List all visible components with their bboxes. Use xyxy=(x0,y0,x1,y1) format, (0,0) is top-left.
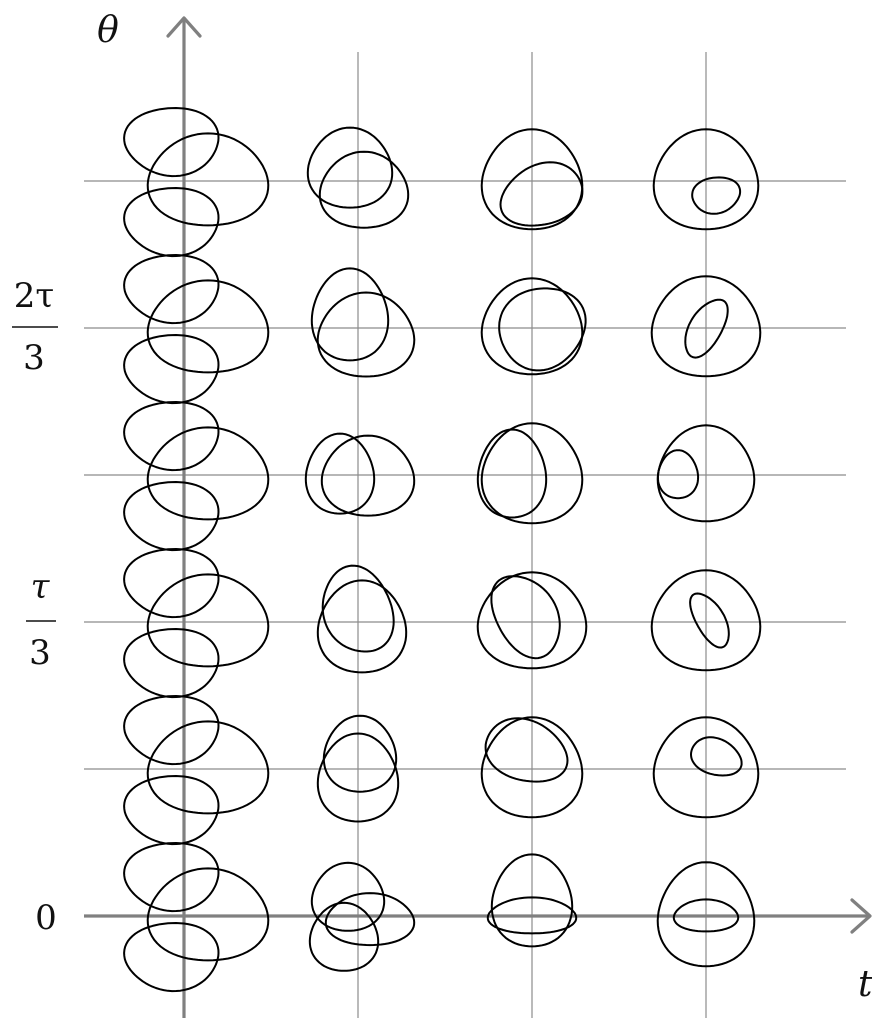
trefoil-knot-loop xyxy=(146,573,270,668)
unknot-loop xyxy=(484,717,569,783)
unknot-loop xyxy=(656,861,756,968)
trefoil-knot-loop xyxy=(123,401,220,472)
unknot-loop xyxy=(321,564,395,653)
trefoil-knot-loop xyxy=(146,279,270,374)
knot-curves xyxy=(123,107,762,993)
unknot-loop xyxy=(486,896,578,935)
trefoil-knot-loop xyxy=(146,720,270,815)
trefoil-knot-loop xyxy=(123,842,220,913)
unknot-loop xyxy=(476,428,548,519)
unknot-loop xyxy=(690,736,743,777)
unknot-loop xyxy=(672,898,740,933)
trefoil-knot-loop xyxy=(123,187,220,258)
unknot-loop xyxy=(306,126,394,209)
unknot-loop xyxy=(316,291,416,378)
unknot-loop xyxy=(480,716,584,819)
trefoil-knot-loop xyxy=(123,254,220,325)
unknot-loop xyxy=(498,287,587,372)
unknot-loop xyxy=(308,901,380,972)
unknot-loop xyxy=(684,298,729,359)
tick-label-two-tau-third-numerator: 2τ xyxy=(14,276,54,316)
unknot-loop xyxy=(320,434,416,517)
t-axis-label: t xyxy=(858,964,872,1005)
trefoil-knot-loop xyxy=(123,775,220,846)
trefoil-knot-loop xyxy=(123,481,220,552)
unknot-loop xyxy=(316,732,400,823)
unknot-loop xyxy=(480,422,584,525)
unknot-loop xyxy=(652,128,760,231)
trefoil-knot-loop xyxy=(146,426,270,521)
theta-axis-label: θ xyxy=(97,10,119,51)
trefoil-knot-loop xyxy=(123,548,220,619)
unknot-loop xyxy=(476,571,588,670)
unknot-loop xyxy=(490,575,561,660)
trefoil-knot-loop xyxy=(146,132,270,227)
tick-label-two-tau-third-denominator: 3 xyxy=(23,338,45,378)
unknot-loop xyxy=(304,432,376,515)
unknot-loop xyxy=(316,579,408,674)
tick-label-tau-third-numerator: τ xyxy=(31,567,51,607)
unknot-loop xyxy=(499,161,584,227)
trefoil-knot-loop xyxy=(123,628,220,699)
trefoil-knot-loop xyxy=(146,867,270,962)
unknot-loop xyxy=(310,861,386,932)
tick-label-zero: 0 xyxy=(35,898,57,938)
unknot-loop xyxy=(310,267,390,362)
unknot-loop xyxy=(480,277,584,376)
trefoil-knot-loop xyxy=(123,107,220,178)
unknot-loop xyxy=(689,592,730,649)
unknot-loop xyxy=(480,128,584,231)
t-axis-arrowhead xyxy=(850,898,872,934)
unknot-loop xyxy=(652,716,760,819)
unknot-loop xyxy=(650,569,762,672)
trefoil-knot-loop xyxy=(123,922,220,993)
unknot-loop xyxy=(318,150,410,229)
unknot-loop xyxy=(324,892,416,947)
unknot-loop xyxy=(322,714,398,793)
unknot-loop xyxy=(656,449,700,500)
trefoil-knot-loop xyxy=(123,334,220,405)
grid xyxy=(84,52,846,1018)
unknot-loop xyxy=(691,176,742,215)
trefoil-knot-loop xyxy=(123,695,220,766)
unknot-loop xyxy=(490,853,574,948)
tick-label-tau-third-denominator: 3 xyxy=(29,633,51,673)
theta-axis-arrowhead xyxy=(166,16,202,38)
unknot-loop xyxy=(650,275,762,378)
